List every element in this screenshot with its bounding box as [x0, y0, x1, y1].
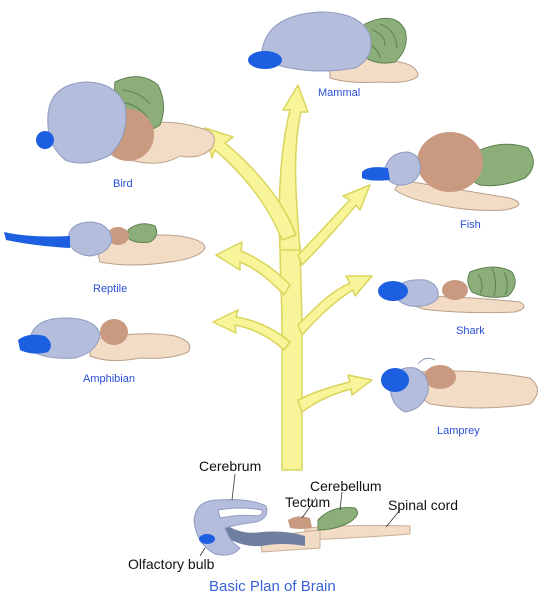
shark-olfactory-bulb — [378, 281, 408, 301]
reptile-olfactory-bulb — [4, 232, 70, 248]
reptile-cerebellum — [128, 224, 157, 243]
olfactory-bulb-label: Olfactory bulb — [128, 556, 214, 572]
mammal-label: Mammal — [318, 87, 360, 99]
shark-label: Shark — [456, 325, 485, 337]
amphibian-tectum — [100, 319, 128, 345]
fish-brain — [362, 132, 533, 210]
amphibian-brain — [18, 318, 190, 361]
basic-plan-caption: Basic Plan of Brain — [209, 578, 336, 595]
lamprey-tectum — [424, 365, 456, 389]
reptile-label: Reptile — [93, 283, 127, 295]
reptile-brain — [4, 222, 205, 265]
fish-label: Fish — [460, 219, 481, 231]
fish-olfactory-bulb — [362, 167, 390, 181]
lamprey-brain — [381, 358, 538, 412]
amphibian-olfactory-bulb — [18, 335, 51, 354]
shark-brain — [378, 267, 524, 313]
mammal-olfactory-bulb — [248, 51, 282, 69]
amphibian-label: Amphibian — [83, 373, 135, 385]
tectum-label: Tectum — [285, 494, 330, 510]
bird-label: Bird — [113, 178, 133, 190]
bird-olfactory-bulb — [36, 131, 54, 149]
lamprey-olfactory-bulb — [381, 368, 409, 392]
bird-cerebrum — [48, 82, 126, 163]
cerebellum-label: Cerebellum — [310, 478, 382, 494]
basic-tectum — [288, 516, 312, 529]
fish-tectum — [417, 132, 483, 192]
reptile-cerebrum — [68, 222, 112, 256]
mammal-brain — [248, 12, 418, 83]
cerebrum-label: Cerebrum — [199, 458, 261, 474]
shark-cerebellum — [468, 267, 515, 297]
fish-cerebrum — [385, 152, 420, 185]
lamprey-label: Lamprey — [437, 425, 480, 437]
bird-brain — [36, 77, 214, 164]
shark-tectum — [442, 280, 468, 300]
evolution-arrows — [205, 85, 372, 470]
basic-olfactory-bulb — [199, 534, 215, 544]
spinal-cord-label: Spinal cord — [388, 497, 458, 513]
